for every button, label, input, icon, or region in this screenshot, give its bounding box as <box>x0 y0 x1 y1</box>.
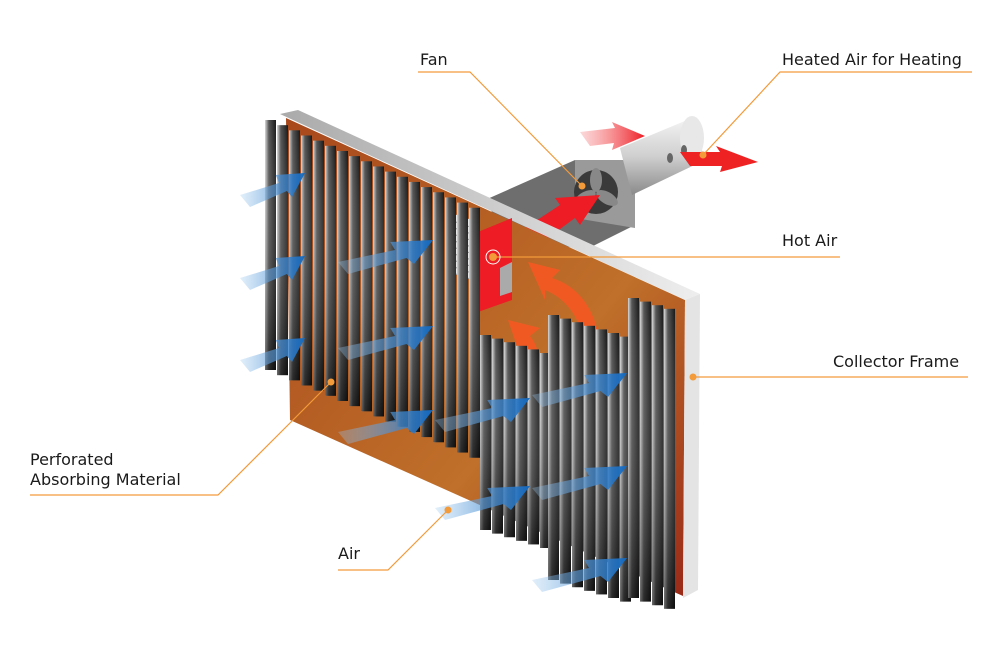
cold-air-arrow <box>240 173 305 207</box>
label-air: Air <box>338 544 360 563</box>
label-heated-air: Heated Air for Heating <box>782 50 962 69</box>
collector-frame-top <box>280 110 700 300</box>
cold-air-arrow <box>338 240 433 274</box>
label-fan: Fan <box>420 50 448 69</box>
label-collector-frame: Collector Frame <box>833 352 960 371</box>
hot-air-arrow <box>580 122 645 150</box>
label-line: Absorbing Material <box>30 470 181 489</box>
cold-air-arrow <box>532 558 627 592</box>
cold-air-arrow <box>532 466 627 500</box>
leader-lines <box>30 71 972 571</box>
label-line: Perforated <box>30 450 114 469</box>
collector-frame-side <box>683 294 700 598</box>
label-absorbing-material: Perforated Absorbing Material <box>30 450 181 490</box>
cold-air-arrow <box>435 486 530 520</box>
rising-air-arrow <box>528 262 600 342</box>
cold-air-arrow <box>240 256 305 290</box>
cold-air-arrow <box>435 398 530 432</box>
cold-air-arrow <box>338 326 433 360</box>
cold-air-arrow <box>338 410 433 444</box>
hot-air-arrow <box>680 146 758 172</box>
cold-air-arrow <box>532 373 627 407</box>
cold-air-arrow <box>240 338 305 372</box>
label-hot-air: Hot Air <box>782 231 838 250</box>
